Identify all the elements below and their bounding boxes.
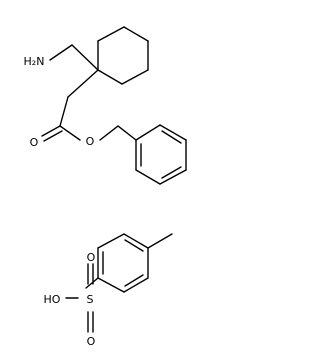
sulfonyl-oxygen-lower-label: O xyxy=(87,335,96,348)
bond xyxy=(71,44,99,71)
bond xyxy=(97,69,123,85)
benzyl-gabapentin-ester: H₂N O O xyxy=(24,26,187,185)
bond xyxy=(97,233,125,249)
bond xyxy=(121,69,149,85)
bond xyxy=(59,96,69,127)
bond xyxy=(85,277,99,289)
toluene-benzene-ring xyxy=(97,233,149,293)
aromatic-inner-bond xyxy=(124,239,144,252)
carbonyl-double-bond xyxy=(43,130,63,142)
bond xyxy=(99,125,119,141)
acetate-chain xyxy=(41,69,137,142)
bond xyxy=(123,26,149,42)
sulfur-label: S xyxy=(87,293,94,306)
bond xyxy=(117,125,137,141)
bond xyxy=(97,277,125,293)
bond xyxy=(123,233,149,249)
cyclohexane-ring xyxy=(97,26,149,85)
aromatic-inner-bond xyxy=(124,274,144,287)
methyl-bond xyxy=(147,233,173,249)
aromatic-inner-bond xyxy=(161,130,182,144)
benzyl-benzene-ring xyxy=(135,124,187,185)
amine-label: H₂N xyxy=(24,55,45,68)
bond xyxy=(67,69,99,98)
p-toluenesulfonic-acid: HO S O O xyxy=(44,233,173,348)
carbonyl-oxygen-label: O xyxy=(30,136,39,149)
hydroxyl-label: HO xyxy=(44,293,61,306)
bond xyxy=(135,124,161,141)
carbonyl-double-bond xyxy=(41,125,61,137)
bond xyxy=(49,44,73,61)
chemical-structure-diagram: H₂N O O xyxy=(24,26,187,348)
aromatic-inner-bond xyxy=(161,166,182,179)
bond xyxy=(135,169,161,185)
bond xyxy=(159,169,187,185)
bond xyxy=(123,277,149,293)
bond xyxy=(59,125,81,141)
ester-oxygen-label: O xyxy=(86,135,95,148)
aminomethyl-chain xyxy=(49,44,99,71)
bond xyxy=(159,124,187,141)
sulfonyl-oxygen-upper-label: O xyxy=(87,251,96,264)
bond xyxy=(97,26,125,42)
sulfonic-acid-group xyxy=(65,263,99,333)
